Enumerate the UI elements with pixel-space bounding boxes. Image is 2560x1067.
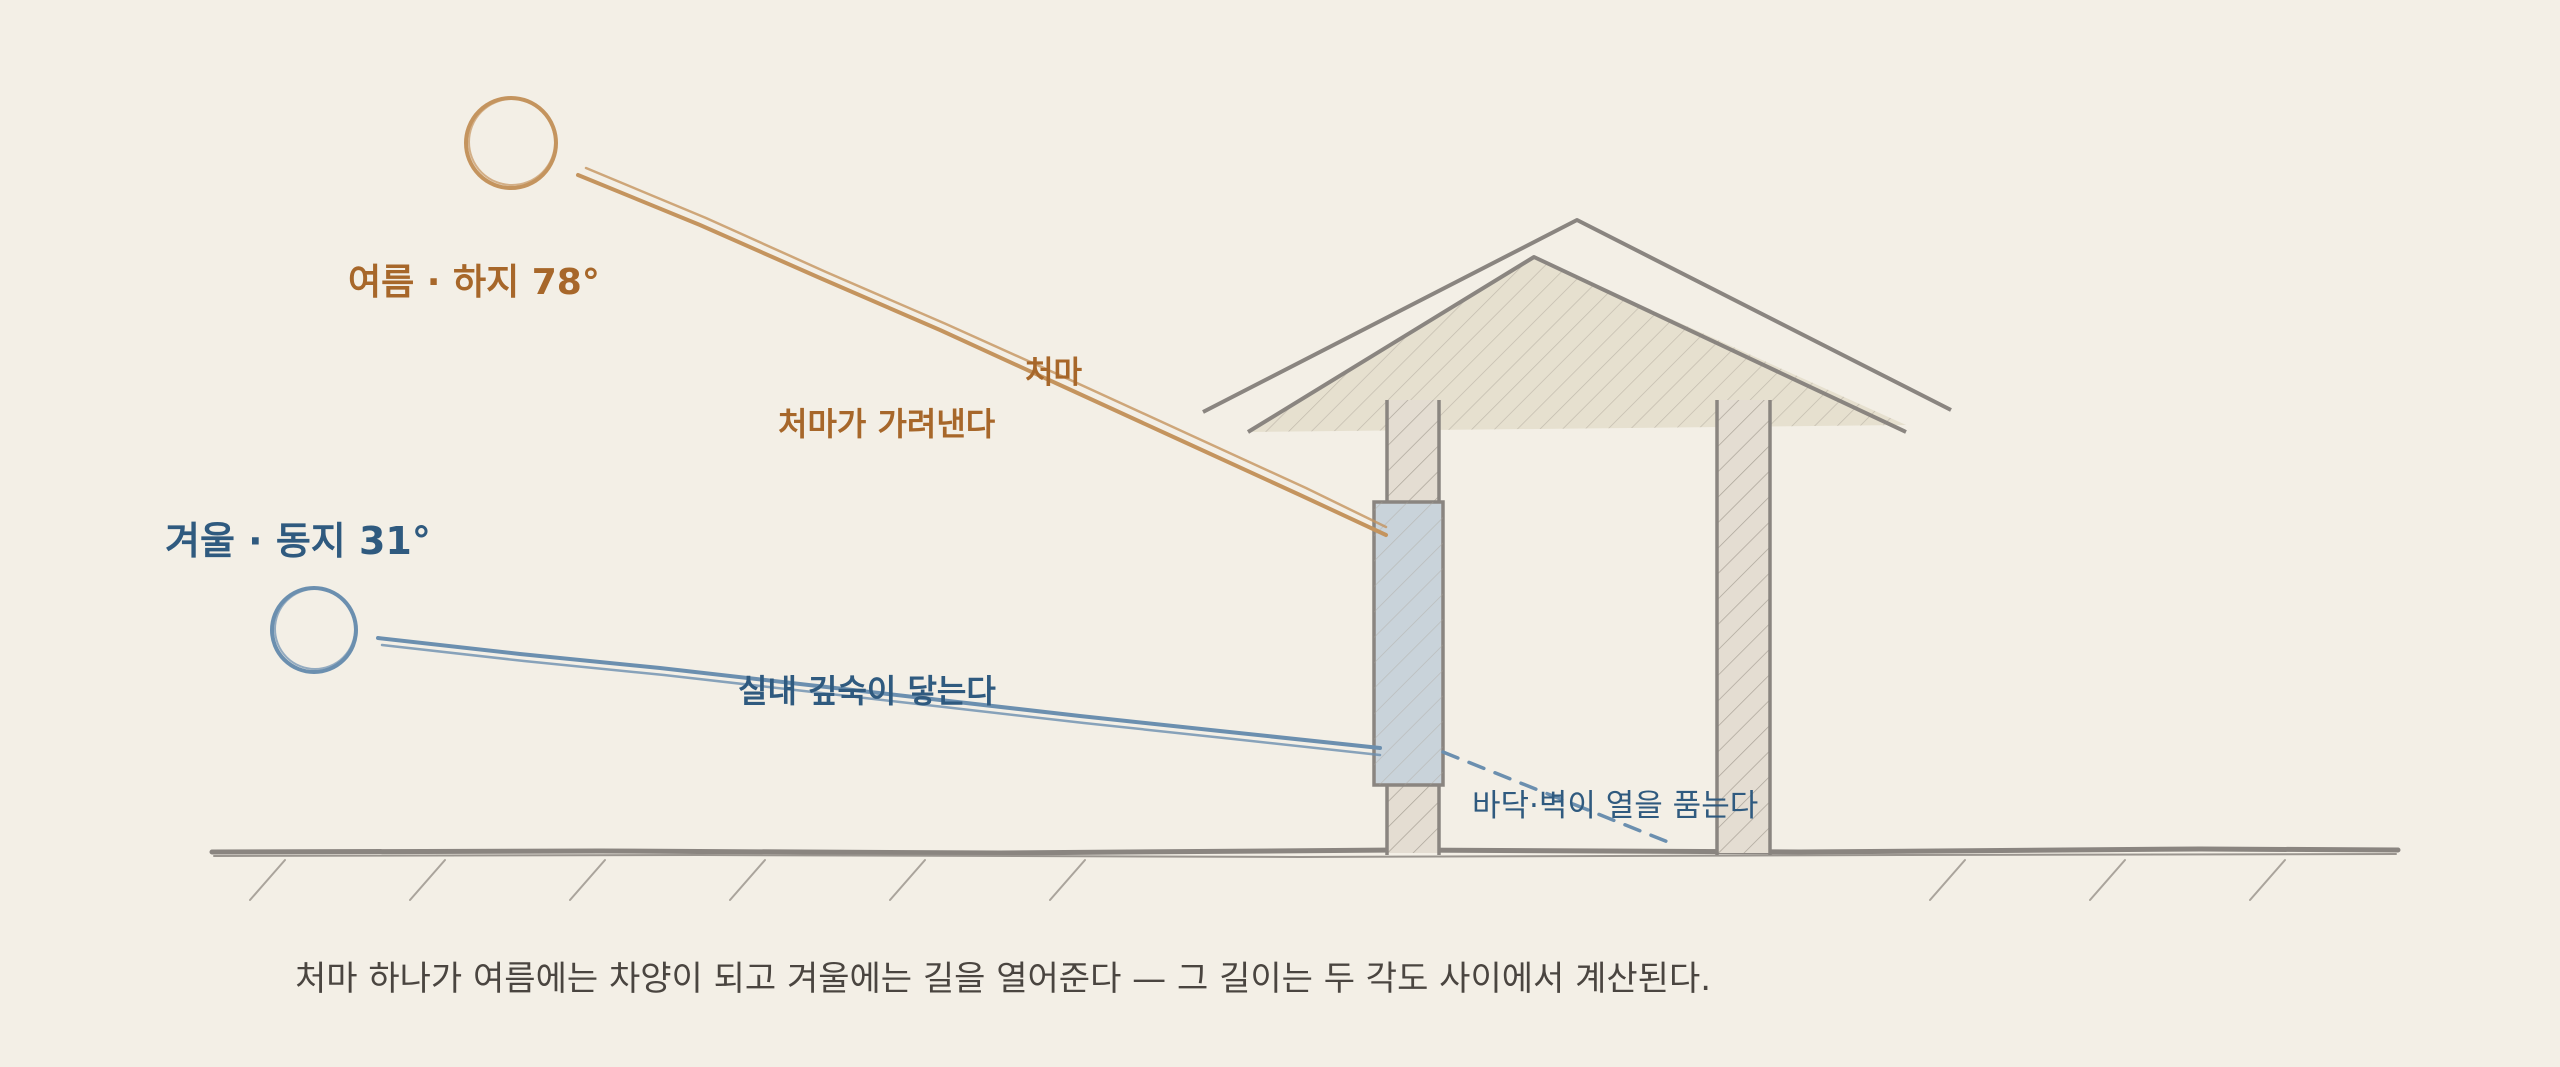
house bbox=[1202, 218, 1952, 855]
roof-outer-line bbox=[1202, 218, 1952, 414]
summer-sun bbox=[464, 96, 558, 190]
diagram-caption: 처마 하나가 여름에는 차양이 되고 겨울에는 길을 열어준다 — 그 길이는 … bbox=[295, 959, 1712, 999]
floor-heat-note: 바닥·벽이 열을 품는다 bbox=[1472, 788, 1759, 824]
winter-ray-dashed-extension bbox=[1441, 750, 1670, 844]
roof-inner-line bbox=[1246, 255, 1907, 434]
eave-label: 처마 bbox=[1025, 355, 1083, 391]
summer-ray-note: 처마가 가려낸다 bbox=[778, 405, 996, 443]
winter-ray bbox=[376, 636, 1382, 757]
winter-ray-note: 실내 깊숙이 닿는다 bbox=[738, 672, 996, 710]
ground-hatching bbox=[249, 859, 2286, 901]
summer-solstice-label: 여름 · 하지 78° bbox=[348, 262, 600, 303]
winter-solstice-label: 겨울 · 동지 31° bbox=[165, 519, 431, 563]
ground bbox=[209, 846, 2401, 859]
summer-ray bbox=[576, 166, 1388, 537]
winter-sun bbox=[270, 586, 358, 674]
